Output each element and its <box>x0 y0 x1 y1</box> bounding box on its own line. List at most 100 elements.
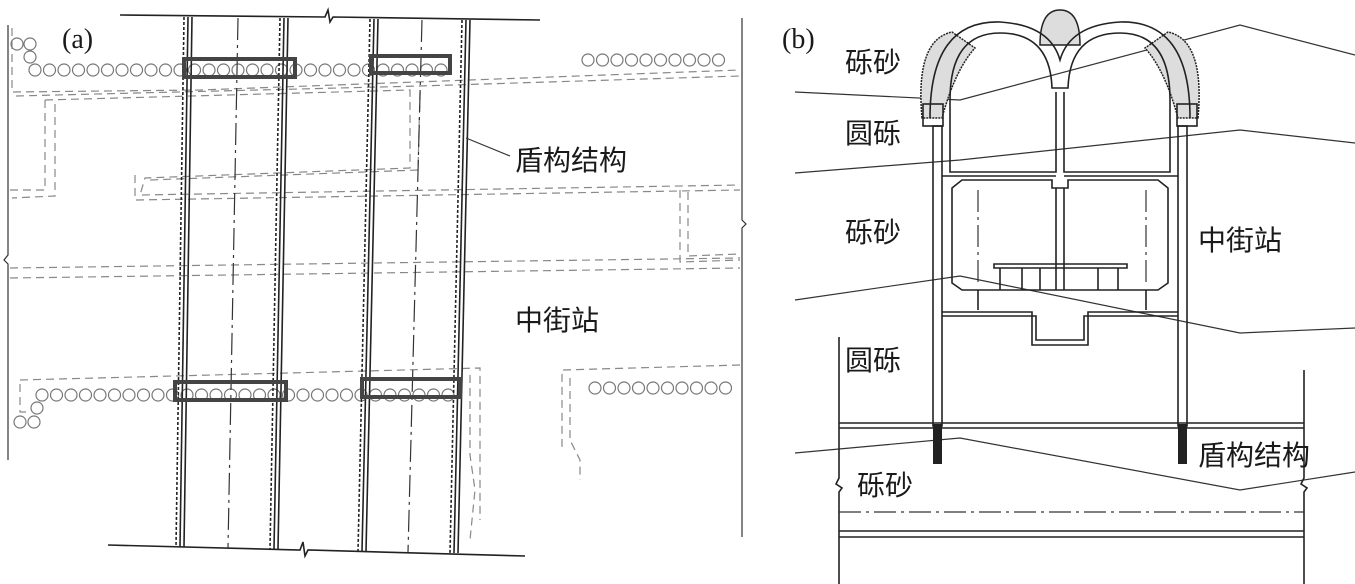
pile-circle <box>390 63 405 77</box>
pile-circle <box>281 388 296 402</box>
station-outlines <box>9 28 741 541</box>
label-shield-structure-a: 盾构结构 <box>515 144 627 177</box>
left-boundary <box>3 25 9 460</box>
shield-leader-line <box>465 137 511 157</box>
pile-circle <box>64 388 78 402</box>
label-station-a: 中街站 <box>515 304 599 337</box>
pile-circle <box>129 63 144 77</box>
pile-circle <box>347 63 361 77</box>
highlight-box <box>182 57 297 79</box>
label-soil-gravel-sand-1: 砾砂 <box>845 46 901 79</box>
highlight-box <box>360 377 462 399</box>
tunnel-2-centerline <box>407 19 423 553</box>
pile-circle <box>42 63 57 77</box>
pile-circle <box>581 53 595 67</box>
shield-tunnel-1 <box>175 16 289 550</box>
pile-circle <box>595 53 610 67</box>
pile-circle <box>28 63 42 77</box>
pile-circle <box>274 63 289 77</box>
pile-circle <box>86 63 100 77</box>
pile-circle <box>639 53 653 67</box>
pile-circle <box>675 381 689 395</box>
pile-circle <box>122 388 136 402</box>
pile-circle <box>151 388 165 402</box>
pile-circle <box>144 63 158 77</box>
secant-pile-rows <box>10 37 733 429</box>
pile-circle <box>624 53 639 67</box>
pile-circle <box>115 63 129 77</box>
pile-circle <box>711 53 726 67</box>
pile-circle <box>71 63 86 77</box>
pile-circle <box>296 388 310 402</box>
pile-circle <box>35 388 49 402</box>
pile-circle <box>668 53 682 67</box>
pile-circle <box>23 50 37 64</box>
pile-circle <box>216 63 231 77</box>
pile-circle <box>704 381 718 395</box>
tunnel-1-centerline <box>227 17 239 549</box>
pile-circle <box>10 37 24 51</box>
pile-circle <box>434 63 448 77</box>
label-soil-round-gravel-2: 圆砾 <box>845 344 901 377</box>
pile-circle <box>136 388 151 402</box>
pile-circle <box>310 388 325 402</box>
top-break-line <box>119 7 541 25</box>
shield-tunnel-longitudinal <box>834 337 1309 584</box>
pile-circle <box>245 63 260 77</box>
pile-circle <box>332 63 347 77</box>
pile-circle <box>165 388 180 402</box>
pile-tip-left <box>933 424 942 464</box>
pile-circle <box>49 388 64 402</box>
pile-circle <box>231 63 245 77</box>
pile-circle <box>588 381 602 395</box>
panel-b-section-view: (b) <box>782 9 1355 584</box>
soil-boundaries <box>794 24 1355 491</box>
pile-circle <box>100 63 115 77</box>
pile-circle <box>318 63 332 77</box>
label-station-b: 中街站 <box>1198 224 1282 257</box>
pile-circle <box>57 63 71 77</box>
pile-circle <box>260 63 274 77</box>
label-shield-structure-b: 盾构结构 <box>1198 439 1310 472</box>
label-soil-gravel-sand-3: 砾砂 <box>857 469 913 502</box>
pile-tip-right <box>1178 424 1187 464</box>
pile-circle <box>27 415 41 429</box>
pile-circle <box>646 381 660 395</box>
pile-circle <box>653 53 668 67</box>
pile-circle <box>602 381 617 395</box>
pile-circle <box>23 37 37 51</box>
pile-circle <box>617 381 631 395</box>
pile-circle <box>325 388 339 402</box>
station-arch-roof <box>920 9 1200 127</box>
panel-a-plan-view: (a) <box>3 7 747 559</box>
pile-circle <box>660 381 675 395</box>
label-soil-gravel-sand-2: 砾砂 <box>845 216 901 249</box>
pile-circle <box>697 53 711 67</box>
pile-circle <box>631 381 646 395</box>
panel-a-tag: (a) <box>62 24 93 55</box>
bottom-break-line <box>107 541 526 559</box>
pile-circle <box>689 381 704 395</box>
pile-circle <box>93 388 107 402</box>
pile-circle <box>202 63 216 77</box>
pile-circle <box>682 53 697 67</box>
pile-circle <box>13 415 27 429</box>
station-walls <box>932 92 1188 464</box>
pile-circle <box>718 381 733 395</box>
pile-circle <box>78 388 93 402</box>
pile-circle <box>30 401 44 415</box>
pile-circle <box>187 63 202 77</box>
right-boundary <box>741 18 747 537</box>
pile-circle <box>339 388 354 402</box>
shield-tunnel-2 <box>357 18 471 554</box>
pile-circle <box>405 63 419 77</box>
pile-circle <box>107 388 122 402</box>
highlight-box <box>369 54 452 75</box>
pile-circle <box>303 63 318 77</box>
panel-b-tag: (b) <box>782 24 815 55</box>
highlight-box <box>173 380 288 402</box>
pile-circle <box>610 53 624 67</box>
label-soil-round-gravel-1: 圆砾 <box>845 117 901 150</box>
